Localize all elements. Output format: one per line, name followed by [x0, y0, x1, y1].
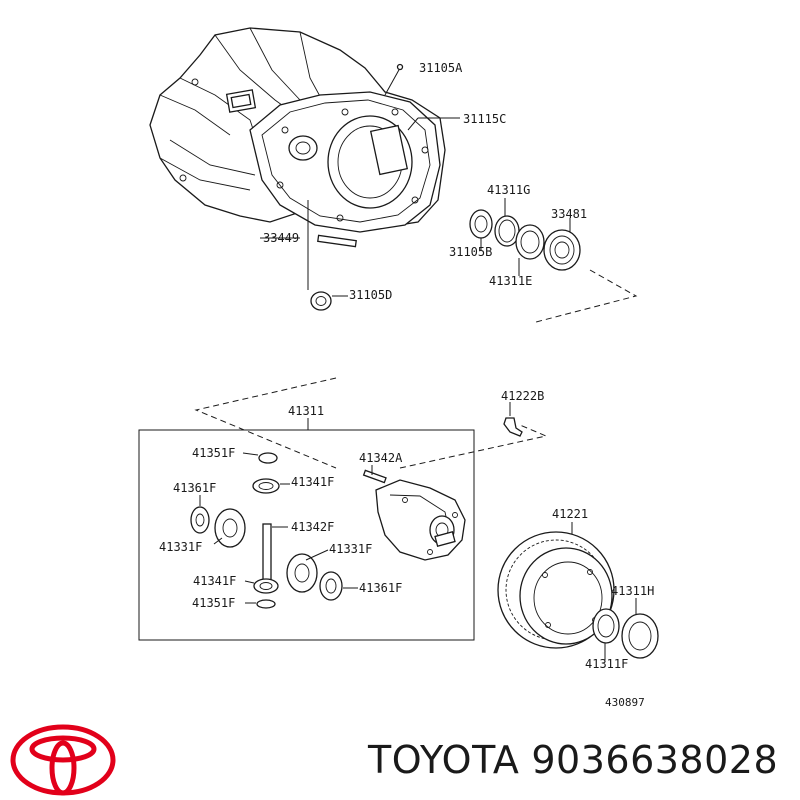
seal-31105b — [469, 209, 493, 239]
race-41311h — [621, 613, 659, 659]
label-41311: 41311 — [288, 404, 324, 418]
label-41221: 41221 — [552, 507, 588, 521]
label-31105d: 31105D — [349, 288, 392, 302]
brand-name: TOYOTA — [368, 738, 520, 782]
label-41331f-right: 41331F — [329, 542, 372, 556]
side-gear-41331f-right — [286, 553, 318, 593]
label-41351f-bottom: 41351F — [192, 596, 235, 610]
seal-33481 — [543, 229, 581, 271]
label-41342f: 41342F — [291, 520, 334, 534]
differential-box — [138, 429, 475, 641]
diagram-code: 430897 — [605, 696, 645, 709]
label-41222b: 41222B — [501, 389, 544, 403]
side-gear-41331f-left — [214, 508, 246, 548]
bearing-41311e — [515, 224, 545, 260]
pinion-41341f-bottom — [253, 578, 279, 594]
washer-41351f-top — [258, 452, 278, 464]
label-41341f-bottom: 41341F — [193, 574, 236, 588]
washer-41351f-bottom — [256, 599, 276, 609]
label-31115c: 31115C — [463, 112, 506, 126]
bolt-41222b — [503, 417, 523, 437]
label-41311f: 41311F — [585, 657, 628, 671]
label-41351f-top: 41351F — [192, 446, 235, 460]
label-41341f-top: 41341F — [291, 475, 334, 489]
label-31105a: 31105A — [419, 61, 463, 75]
label-41311e: 41311E — [489, 274, 532, 288]
toyota-logo-icon — [10, 724, 116, 796]
bearing-41311f — [592, 608, 620, 644]
label-41361f-left: 41361F — [173, 481, 216, 495]
ring-gear-41221 — [497, 531, 615, 649]
label-33449: 33449 — [263, 231, 299, 245]
label-41311h: 41311H — [611, 584, 654, 598]
label-41361f-right: 41361F — [359, 581, 402, 595]
transaxle-housing — [149, 27, 446, 233]
label-41342a: 41342A — [359, 451, 403, 465]
seal-31105d — [310, 291, 332, 311]
differential-case — [375, 479, 466, 561]
pin-33449 — [317, 234, 357, 248]
pin-41342a — [362, 469, 387, 484]
label-41311g: 41311G — [487, 183, 530, 197]
washer-41361f-left — [190, 506, 210, 534]
washer-41361f-right — [319, 571, 343, 601]
shaft-41342f — [262, 523, 272, 587]
pinion-41341f-top — [252, 478, 280, 494]
label-33481: 33481 — [551, 207, 587, 221]
part-number: 9036638028 — [531, 738, 779, 782]
label-31105b: 31105B — [449, 245, 492, 259]
label-41331f-left: 41331F — [159, 540, 202, 554]
